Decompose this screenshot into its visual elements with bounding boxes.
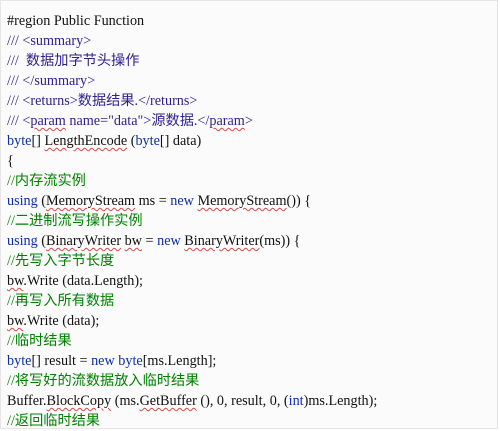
code-token: int [288, 393, 304, 409]
code-line: bw.Write (data); [7, 311, 493, 331]
code-token: ()) { [286, 193, 312, 209]
code-token: //将写好的流数据放入临时结果 [7, 373, 200, 389]
code-line: //二进制流写操作实例 [7, 211, 493, 231]
code-token-spellcheck: param [30, 113, 66, 129]
code-line: /// 数据加字节头操作 [7, 51, 493, 71]
code-token: name="data">源数据.</ [65, 113, 210, 129]
code-token-spellcheck: bw [124, 233, 142, 249]
code-token: /// < [7, 113, 31, 129]
code-token: new [157, 233, 181, 249]
code-line: #region Public Function [7, 11, 493, 31]
code-line: { [7, 151, 493, 171]
code-token-spellcheck: BinaryWriter [184, 233, 260, 249]
code-token: new [170, 193, 194, 209]
code-token: //返回临时结果 [7, 413, 101, 429]
code-line: byte[] result = new byte[ms.Length]; [7, 351, 493, 371]
code-token: )ms.Length); [303, 393, 378, 409]
code-token: .Write (data); [23, 313, 100, 329]
code-line: //临时结果 [7, 331, 493, 351]
code-token: ( [127, 133, 136, 149]
code-token: ( [37, 193, 47, 209]
code-line: /// <param name="data">源数据.</param> [7, 111, 493, 131]
code-token: ms = [135, 193, 171, 209]
code-token-spellcheck: BlockCopy [46, 393, 112, 409]
code-token: #region Public Function [7, 13, 145, 29]
code-token: ( [37, 233, 47, 249]
code-token: [] result = [31, 353, 92, 369]
code-token: using [7, 233, 38, 249]
code-token: = [142, 233, 158, 249]
code-token: Buffer. [7, 393, 47, 409]
code-token-spellcheck: bw [7, 273, 24, 289]
code-token-spellcheck: BinaryWriter [46, 233, 122, 249]
code-token: //二进制流写操作实例 [7, 213, 143, 229]
code-line: byte[] LengthEncode (byte[] data) [7, 131, 493, 151]
code-line: using (BinaryWriter bw = new BinaryWrite… [7, 231, 493, 251]
code-token: [] data) [159, 133, 202, 149]
code-token: //再写入所有数据 [7, 293, 115, 309]
code-token: byte [118, 353, 143, 369]
code-block: #region Public Function /// <summary> /// … [7, 11, 493, 429]
code-line: //将写好的流数据放入临时结果 [7, 371, 493, 391]
code-token: using [7, 193, 38, 209]
code-token: { [7, 153, 14, 169]
code-line: /// <returns>数据结果.</returns> [7, 91, 493, 111]
code-token: > [244, 113, 253, 129]
code-token-spellcheck: param [209, 113, 245, 129]
code-token-spellcheck: LengthEncode [44, 133, 128, 149]
code-line: //内存流实例 [7, 171, 493, 191]
code-token: /// 数据加字节头操作 [7, 53, 140, 69]
code-token: [] [31, 133, 45, 149]
code-line: //再写入所有数据 [7, 291, 493, 311]
code-token-spellcheck: GetBuffer [139, 393, 197, 409]
code-token-spellcheck: MemoryStream [197, 193, 287, 209]
code-line: Buffer.BlockCopy (ms.GetBuffer (), 0, re… [7, 391, 493, 411]
code-token: (ms)) { [259, 233, 301, 249]
code-token: /// <summary> [7, 33, 92, 49]
code-token: byte [7, 353, 32, 369]
code-line: /// </summary> [7, 71, 493, 91]
code-token: [ms.Length]; [142, 353, 217, 369]
code-token: byte [7, 133, 32, 149]
code-token: /// </summary> [7, 73, 96, 89]
code-line: //先写入字节长度 [7, 251, 493, 271]
code-token: new [91, 353, 115, 369]
code-token: .Write (data.Length); [23, 273, 143, 289]
code-token: (ms. [111, 393, 140, 409]
code-token: /// <returns>数据结果.</returns> [7, 93, 198, 109]
code-token: //临时结果 [7, 333, 72, 349]
code-line: bw.Write (data.Length); [7, 271, 493, 291]
code-line: /// <summary> [7, 31, 493, 51]
code-token: //先写入字节长度 [7, 253, 115, 269]
code-line: using (MemoryStream ms = new MemoryStrea… [7, 191, 493, 211]
code-token: (), 0, result, 0, ( [196, 393, 289, 409]
code-token-spellcheck: bw [7, 313, 24, 329]
code-line: //返回临时结果 [7, 411, 493, 429]
code-token-spellcheck: MemoryStream [46, 193, 136, 209]
code-token: byte [135, 133, 160, 149]
code-token: //内存流实例 [7, 173, 86, 189]
